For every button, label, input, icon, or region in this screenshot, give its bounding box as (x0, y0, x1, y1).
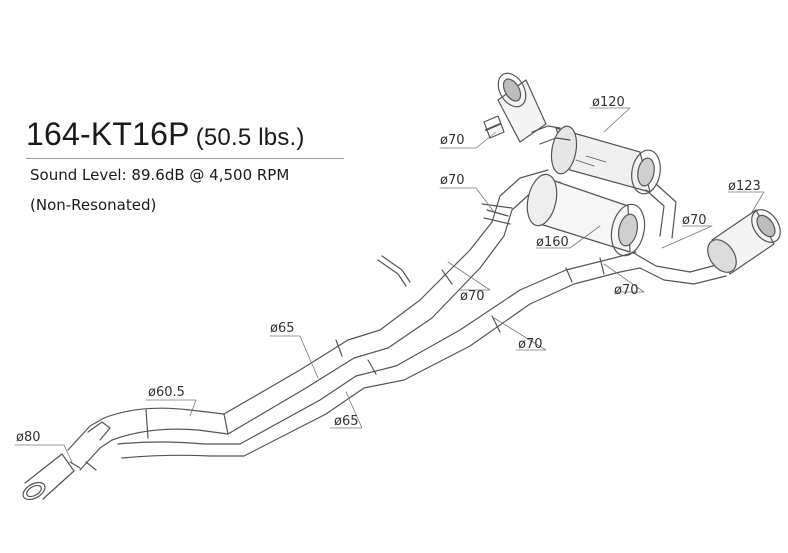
mid-pipe-upper (223, 209, 511, 435)
front-pipe-lower (117, 441, 245, 459)
sound-level-text: Sound Level: 89.6dB @ 4,500 RPM (30, 166, 290, 184)
dimension-leaders (14, 107, 765, 463)
right-exit-pipe (631, 251, 727, 285)
title-divider (26, 158, 344, 159)
dim-label-123: ø123 (728, 179, 761, 194)
dim-label-70-d: ø70 (518, 337, 543, 352)
front-y-pipe (67, 417, 113, 471)
mid-pipe-lower (239, 251, 641, 457)
right-exhaust-tip (707, 209, 781, 275)
left-exhaust-tip (483, 72, 547, 143)
dim-label-60-5: ø60.5 (148, 385, 185, 400)
dim-label-70-f: ø70 (682, 213, 707, 228)
dim-label-160: ø160 (536, 235, 569, 250)
upper-muffler (550, 125, 661, 195)
dim-label-70-b: ø70 (440, 173, 465, 188)
hanger-rod (377, 255, 411, 287)
dim-label-70-e: ø70 (614, 283, 639, 298)
dim-label-70-a: ø70 (440, 133, 465, 148)
muffler-link-pipe (645, 183, 677, 239)
dim-label-65-top: ø65 (270, 321, 295, 336)
left-tip-pipe (531, 125, 571, 145)
part-number: 164-KT16P (26, 116, 190, 152)
dim-label-80: ø80 (16, 430, 41, 445)
dim-label-65-bottom: ø65 (334, 414, 359, 429)
part-number-title: 164-KT16P(50.5 lbs.) (26, 116, 305, 153)
part-weight: (50.5 lbs.) (195, 124, 305, 151)
front-tip-cone (22, 453, 75, 501)
dim-label-70-c: ø70 (460, 289, 485, 304)
resonator-note: (Non-Resonated) (30, 196, 157, 214)
front-pipe-upper (103, 407, 229, 441)
dim-label-120: ø120 (592, 95, 625, 110)
lower-muffler (526, 173, 646, 257)
